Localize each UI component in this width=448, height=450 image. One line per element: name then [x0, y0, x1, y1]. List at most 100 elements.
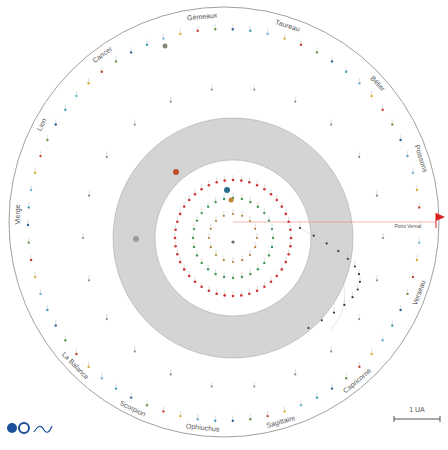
position-dot — [64, 109, 66, 111]
position-dot — [382, 237, 384, 239]
position-dot — [194, 193, 197, 196]
position-dot — [106, 156, 108, 158]
position-dot — [330, 124, 332, 126]
position-dot — [256, 290, 259, 293]
position-dot — [272, 237, 274, 239]
position-dot — [416, 259, 418, 261]
position-dot — [391, 324, 393, 326]
position-dot — [211, 385, 213, 387]
position-dot — [406, 293, 408, 295]
position-dot — [115, 60, 117, 62]
position-dot — [88, 195, 90, 197]
position-dot — [106, 318, 108, 320]
position-dot — [376, 195, 378, 197]
position-dot — [276, 275, 279, 278]
position-dot — [283, 37, 285, 39]
position-dot — [326, 242, 328, 244]
position-dot — [196, 219, 198, 221]
position-dot — [46, 139, 48, 141]
position-dot — [179, 213, 182, 216]
position-dot — [30, 189, 32, 191]
position-dot — [223, 215, 225, 217]
position-dot — [27, 224, 29, 226]
position-dot — [287, 253, 290, 256]
position-dot — [412, 276, 414, 278]
position-dot — [359, 281, 361, 283]
position-dot — [101, 71, 103, 73]
position-dot — [287, 220, 290, 223]
position-dot — [271, 228, 273, 230]
position-dot — [197, 418, 199, 420]
position-dot — [223, 294, 226, 297]
position-dot — [208, 237, 210, 239]
position-dot — [240, 179, 243, 182]
position-dot — [290, 237, 293, 240]
position-dot — [211, 88, 213, 90]
position-dot — [399, 139, 401, 141]
position-dot — [370, 353, 372, 355]
position-dot — [188, 199, 191, 202]
position-dot — [266, 33, 268, 35]
position-dot — [354, 265, 356, 267]
position-dot — [176, 253, 179, 256]
position-dot — [210, 246, 212, 248]
position-dot — [130, 396, 132, 398]
position-dot — [249, 273, 251, 275]
position-dot — [179, 261, 182, 264]
position-dot — [223, 198, 225, 200]
position-dot — [55, 324, 57, 326]
position-dot — [376, 279, 378, 281]
position-dot — [276, 199, 279, 202]
position-dot — [391, 123, 393, 125]
position-dot — [215, 181, 218, 184]
position-dot — [249, 30, 251, 32]
position-dot — [358, 318, 360, 320]
position-dot — [294, 373, 296, 375]
position-dot — [134, 350, 136, 352]
position-dot — [263, 262, 265, 264]
position-dot — [266, 415, 268, 417]
position-dot — [215, 292, 218, 295]
position-dot — [268, 254, 270, 256]
position-dot — [174, 228, 177, 231]
position-dot — [370, 95, 372, 97]
position-dot — [196, 254, 198, 256]
position-dot — [232, 179, 235, 182]
position-dot — [357, 288, 359, 290]
position-dot — [146, 404, 148, 406]
position-dot — [146, 44, 148, 46]
position-dot — [87, 82, 89, 84]
position-dot — [281, 205, 284, 208]
position-dot — [285, 213, 288, 216]
position-dot — [130, 51, 132, 53]
position-dot — [343, 304, 345, 306]
position-dot — [271, 246, 273, 248]
position-dot — [249, 220, 251, 222]
position-dot — [253, 88, 255, 90]
position-dot — [358, 273, 360, 275]
position-dot — [248, 292, 251, 295]
position-dot — [207, 206, 209, 208]
position-dot — [200, 188, 203, 191]
position-dot — [232, 420, 234, 422]
position-dot — [192, 237, 194, 239]
position-dot — [299, 227, 301, 229]
position-dot — [418, 241, 420, 243]
position-dot — [248, 181, 251, 184]
position-dot — [294, 101, 296, 103]
position-dot — [188, 275, 191, 278]
position-dot — [249, 254, 251, 256]
position-dot — [39, 293, 41, 295]
position-dot — [34, 276, 36, 278]
position-dot — [241, 259, 243, 261]
position-dot — [215, 254, 217, 256]
position-dot — [331, 387, 333, 389]
position-dot — [418, 206, 420, 208]
position-dot — [406, 155, 408, 157]
position-dot — [283, 410, 285, 412]
position-dot — [351, 296, 353, 298]
position-dot — [134, 124, 136, 126]
position-dot — [183, 205, 186, 208]
position-dot — [270, 281, 273, 284]
